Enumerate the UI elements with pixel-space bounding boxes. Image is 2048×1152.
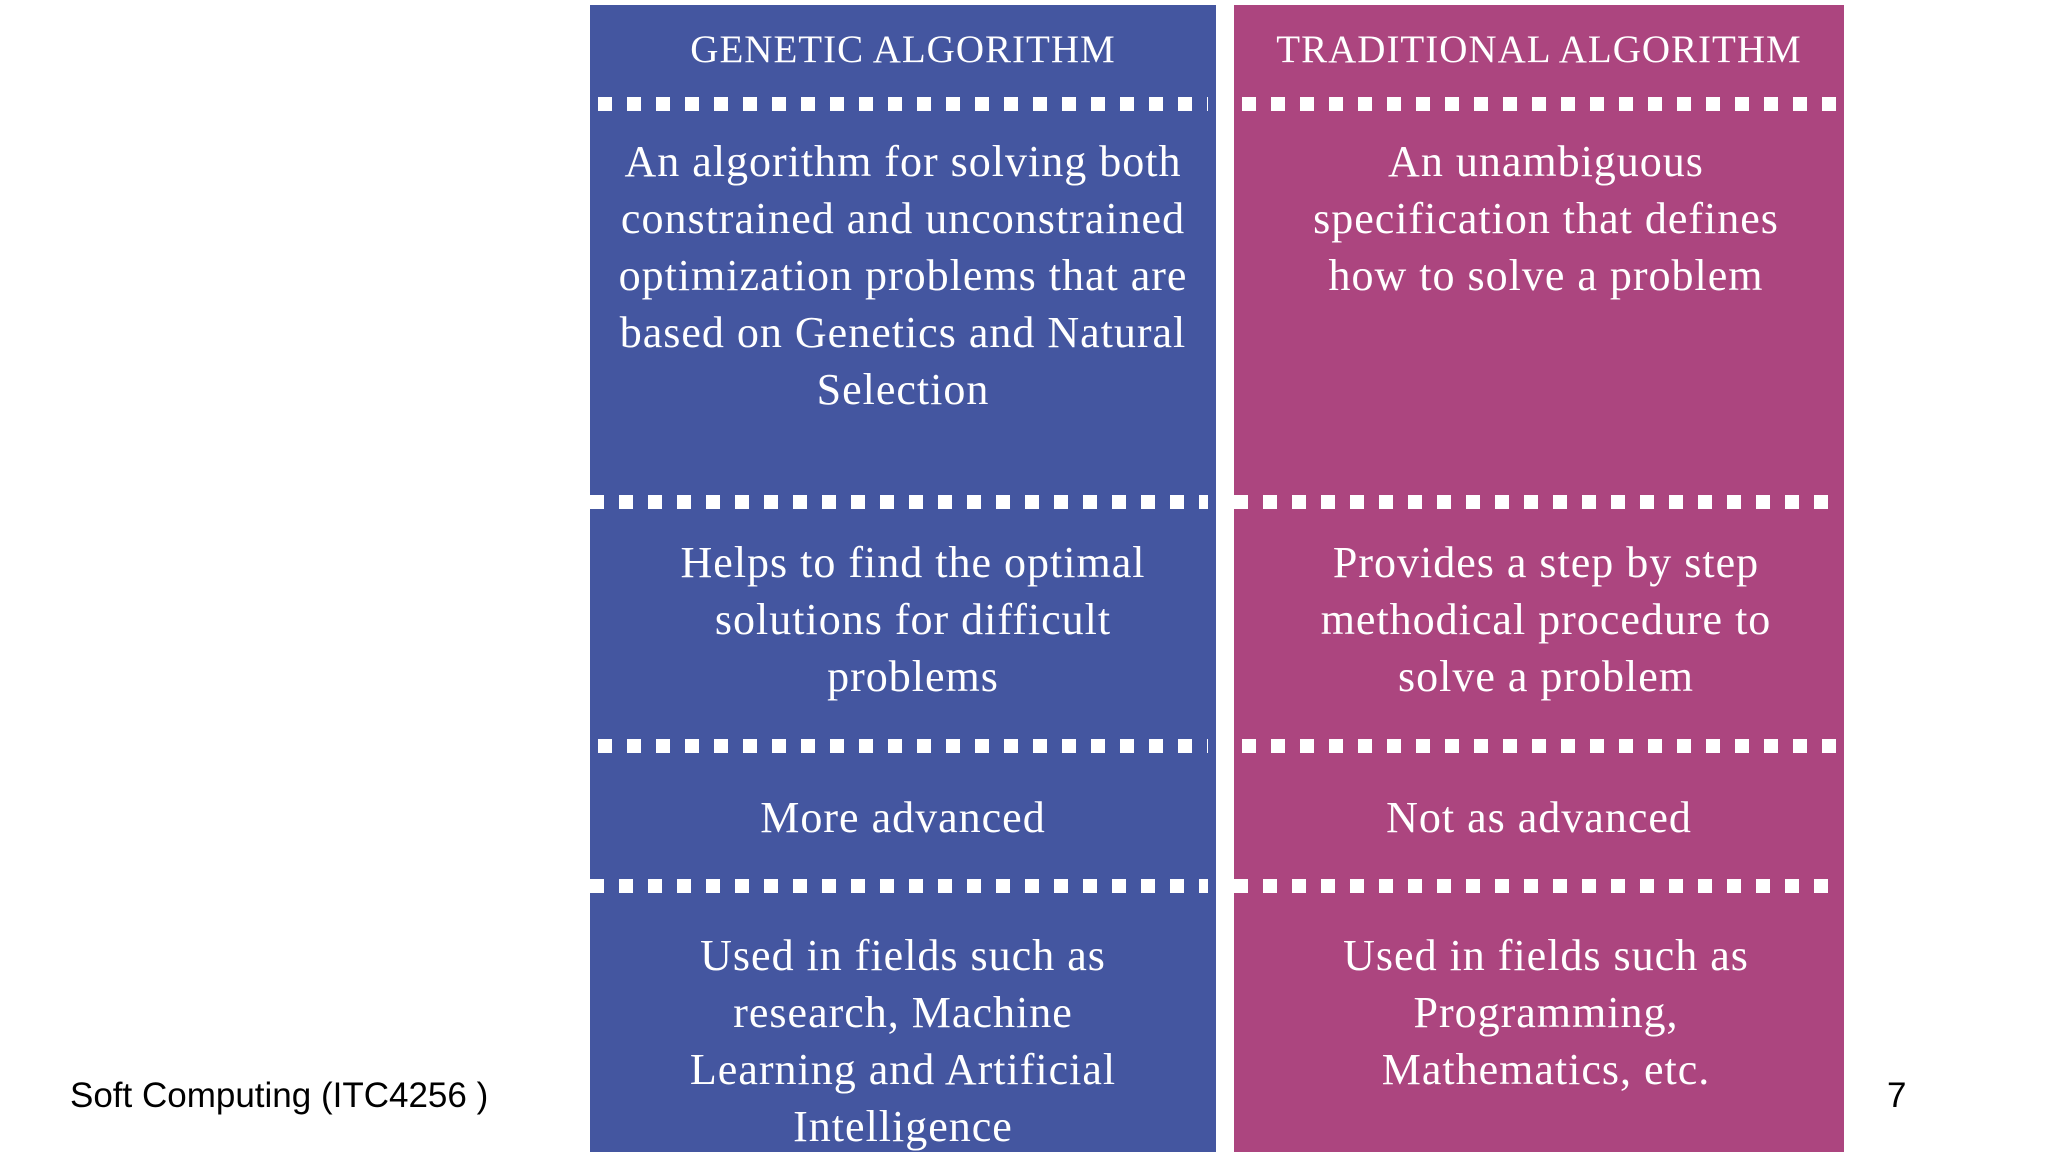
traditional-advancement-cell: Not as advanced — [1386, 793, 1692, 842]
traditional-definition-cell: An unambiguous specification that define… — [1313, 137, 1779, 300]
genetic-algorithm-header: GENETIC ALGORITHM — [690, 28, 1116, 71]
dotted-divider — [1242, 739, 1836, 753]
genetic-purpose-cell: Helps to find the optimal solutions for … — [680, 538, 1146, 701]
dotted-divider — [1234, 495, 1836, 509]
traditional-algorithm-column: TRADITIONAL ALGORITHM An unambiguous spe… — [1234, 5, 1844, 1152]
traditional-algorithm-header: TRADITIONAL ALGORITHM — [1276, 28, 1802, 71]
traditional-fields-cell: Used in fields such as Programming, Math… — [1343, 931, 1749, 1094]
course-footer: Soft Computing (ITC4256 ) — [70, 1076, 489, 1115]
dotted-divider — [598, 97, 1208, 111]
genetic-definition-cell: An algorithm for solving both constraine… — [618, 137, 1188, 414]
page-number: 7 — [1887, 1076, 1907, 1115]
dotted-divider — [590, 879, 1208, 893]
genetic-fields-cell: Used in fields such as research, Machine… — [689, 931, 1117, 1151]
genetic-advancement-cell: More advanced — [760, 793, 1046, 842]
traditional-purpose-cell: Provides a step by step methodical proce… — [1320, 538, 1772, 701]
dotted-divider — [590, 495, 1208, 509]
dotted-divider — [598, 739, 1208, 753]
genetic-algorithm-column: GENETIC ALGORITHM An algorithm for solvi… — [590, 5, 1216, 1152]
dotted-divider — [1234, 879, 1836, 893]
dotted-divider — [1242, 97, 1836, 111]
